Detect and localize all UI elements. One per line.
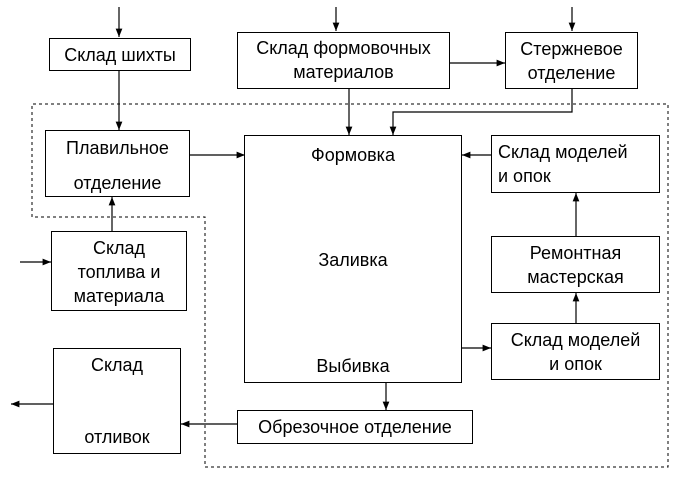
- label-sklad-otlivok-line1: Склад: [90, 355, 144, 375]
- label-obreznoe: Обрезочное отделение: [258, 417, 452, 437]
- label-sklad-topliva-line2: топлива и: [77, 262, 161, 282]
- box-sterzhnevoe: Стержневое отделение: [505, 32, 638, 89]
- box-sklad-otlivok: Склад отливок: [53, 348, 181, 454]
- box-sklad-modeley-top: Склад моделей и опок: [491, 135, 660, 193]
- box-obreznoe: Обрезочное отделение: [237, 410, 473, 444]
- label-sklad-modeley-bottom-line1: Склад моделей: [510, 330, 641, 350]
- label-sklad-shikhty: Склад шихты: [64, 45, 176, 65]
- box-main-process: Формовка Заливка Выбивка: [244, 135, 462, 383]
- box-remontnaya: Ремонтная мастерская: [491, 236, 660, 293]
- arrow-sterzhnevoe-formovka: [389, 88, 573, 135]
- label-sterzhnevoe-line1: Стержневое: [520, 39, 623, 59]
- label-sklad-formovochnykh-line1: Склад формовочных: [256, 38, 431, 58]
- label-sklad-topliva-line3: материала: [73, 286, 165, 306]
- label-sklad-formovochnykh-line2: материалов: [293, 62, 394, 82]
- label-formovka: Формовка: [311, 145, 395, 165]
- dashed-boundary-upper: [31, 103, 669, 468]
- label-plavilnoe-line2: отделение: [73, 173, 162, 193]
- box-sklad-shikhty: Склад шихты: [49, 38, 191, 71]
- label-sklad-modeley-top-line1: Склад моделей: [498, 142, 628, 162]
- label-sklad-modeley-bottom-line2: и опок: [549, 354, 602, 374]
- label-plavilnoe-line1: Плавильное: [66, 138, 169, 158]
- box-sklad-topliva: Склад топлива и материала: [51, 231, 187, 311]
- label-sklad-topliva-line1: Склад: [92, 238, 146, 258]
- label-vybivka: Выбивка: [316, 356, 390, 376]
- box-plavilnoe: Плавильное отделение: [45, 130, 190, 197]
- label-zalivka: Заливка: [318, 250, 388, 270]
- label-sklad-otlivok-line2: отливок: [84, 427, 150, 447]
- box-sklad-formovochnykh: Склад формовочных материалов: [237, 32, 450, 89]
- label-remontnaya-line2: мастерская: [527, 267, 624, 287]
- box-sklad-modeley-bottom: Склад моделей и опок: [491, 323, 660, 380]
- label-sklad-modeley-top-line2: и опок: [498, 166, 551, 186]
- label-remontnaya-line1: Ремонтная: [529, 243, 622, 263]
- label-sterzhnevoe-line2: отделение: [527, 63, 616, 83]
